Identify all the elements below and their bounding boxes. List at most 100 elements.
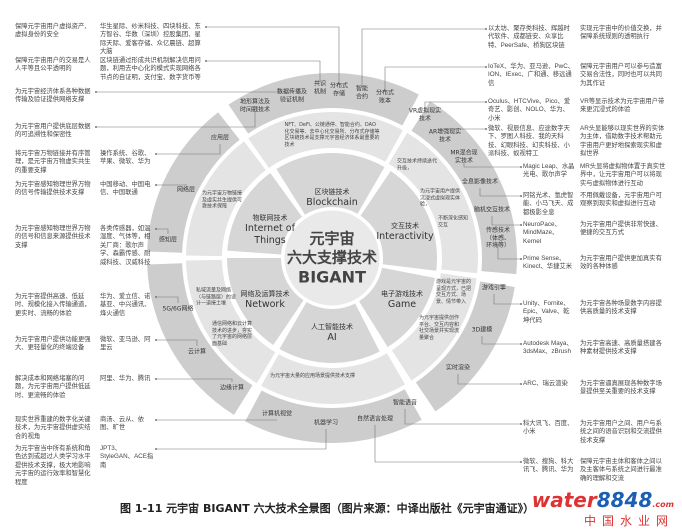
six-tech-en: Interactivity <box>376 231 434 242</box>
leader-line <box>493 294 521 305</box>
right-companies-text: 微软、搜狗、科大讯飞、腾讯、华为 <box>523 458 574 474</box>
six-tech-cn: 人工智能技术 <box>311 323 353 331</box>
right-companies-text: 以太坊、聚存类科技、辉越时代软件、成都链安、众享比特、PeerSafe、桥狗区块… <box>488 25 570 49</box>
leader-line <box>156 378 233 382</box>
left-purpose-text: 现实世界重建的数字化关键技术，为元宇宙提供虚实结合的视角 <box>15 416 91 440</box>
outer-label: 计算机视觉 <box>261 410 292 418</box>
ring-description: 为元宇宙用户提供沉浸式虚拟现实体验， <box>420 188 461 208</box>
leader-line <box>444 128 486 130</box>
ring-description: 为元宇宙大量的应用场景提供技术支撑 <box>270 372 356 379</box>
desc-segment-blockchain <box>248 111 403 168</box>
leader-dot <box>520 461 522 463</box>
right-companies-text: Prime Sense、Kinect、华捷艾米 <box>523 255 572 271</box>
leader-dot <box>520 423 522 425</box>
left-purpose-text: 为元宇宙经济体系各种数据传输及验证提供网络支撑 <box>15 88 91 104</box>
leader-line <box>374 425 521 463</box>
leader-dot <box>155 419 157 421</box>
leader-dot <box>520 383 522 385</box>
outer-segment-ai <box>245 389 422 444</box>
right-purpose-text: 保障元宇宙主体和客体之间以及主客体与系统之间进行最准确的理解和交流 <box>580 458 662 482</box>
desc-segment-network <box>186 259 276 384</box>
outer-segment-network <box>147 263 253 415</box>
outer-label: 分布式账本 <box>376 89 395 105</box>
six-tech-en: Network <box>245 299 285 310</box>
outer-label: 云计算 <box>187 348 206 356</box>
outer-label: 智能合约 <box>355 85 368 101</box>
left-companies-text: JPT3、StyleGAN、ACE指南 <box>100 445 154 469</box>
ring-description: 不断深化感知交互 <box>438 215 469 229</box>
six-tech-en: AI <box>327 332 337 343</box>
right-purpose-text: AR头显能够以现实世界的实体为主体，借助数字技术帮助元宇宙用户更好地探索现实和虚… <box>580 125 665 158</box>
right-purpose-text: 为元宇宙各种场景数字内容提供高质量的技术支撑 <box>580 300 662 316</box>
six-tech-cn: 电子游戏技术 <box>381 290 423 298</box>
leader-line <box>497 244 521 260</box>
outer-segment-blockchain <box>228 73 419 134</box>
leader-dot <box>520 258 522 260</box>
center-line2: 六大支撑技术 <box>286 248 378 267</box>
center-line3: BIGANT <box>298 267 366 287</box>
leader-line <box>156 339 198 346</box>
six-tech-cn: 交互技术 <box>390 222 419 230</box>
left-companies-text: 微软、亚马逊、阿里云 <box>100 336 151 352</box>
left-companies-text: 各类传感器，如温湿度、气体等，相关厂商：歌尔声学、森霸传感、耐威科技、汉威科技 <box>100 225 151 266</box>
left-companies-text: 中国移动、中国电信、中国联通 <box>100 181 151 197</box>
left-purpose-text: 保障元宇宙用户虚拟资产、虚拟身份的安全 <box>15 23 91 39</box>
six-tech-en: Internet of Things <box>245 223 295 246</box>
outer-segment-interactivity <box>411 101 517 275</box>
leader-line <box>404 409 521 425</box>
leader-line <box>96 112 256 128</box>
leader-line <box>156 228 169 234</box>
outer-label: 3D建模 <box>471 326 493 334</box>
left-purpose-text: 为元宇宙用户提供功能更强大、更轻量化的终端设备 <box>15 336 91 352</box>
center-line1: 元宇宙 <box>309 229 355 248</box>
ring-description: 游戏是元宇宙的呈现方式，已把交互方式、场景、情节带入 <box>436 279 472 305</box>
six-segment-interactivity <box>360 170 437 271</box>
outer-label: 机器学习 <box>313 419 338 427</box>
ring-description: 通信网络和云计算技术的进步，夯实了元宇宙的网络层面基础 <box>212 321 253 347</box>
right-companies-text: IoTeX、华为、亚马逊、PwC、ION、IExec、广和通、移远通信 <box>488 63 575 87</box>
ring-description: 私域流量及网络（与链路层）的设计一道接土壤 <box>196 287 237 307</box>
outer-label: 应用层 <box>210 134 229 142</box>
left-companies-text: 操作系统、谷歌、苹果、微软、华为 <box>100 150 151 166</box>
leader-dot <box>95 126 97 128</box>
outer-label: 分布式存储 <box>330 82 349 98</box>
leader-line <box>156 144 221 155</box>
right-companies-text: NeuroPace、MindMaze、Kernel <box>523 221 561 245</box>
six-tech-en: Blockchain <box>306 197 358 208</box>
six-tech-en: Game <box>387 299 417 310</box>
leader-line <box>479 188 521 197</box>
leader-dot <box>205 60 207 62</box>
leader-line <box>463 163 521 168</box>
leader-dot <box>485 66 487 68</box>
right-companies-text: 微软、视辰信息、应途数字天下、罗图人科技、我的天科技、幻眼科技、幻实科技、小派科… <box>488 125 570 158</box>
leader-line <box>384 66 486 91</box>
center-title: 元宇宙 六大支撑技术 BIGANT <box>287 230 377 287</box>
left-purpose-text: 保障元宇宙用户的交易是人人平等且公平透明的 <box>15 57 91 73</box>
leader-dot <box>155 296 157 298</box>
leader-line <box>206 26 340 84</box>
right-companies-text: 阿铭光术、氢虎智能、小马飞天、成都极影全息 <box>523 192 574 216</box>
right-purpose-text: 为元宇宙高速、高质量搭建各种素材提供技术支撑 <box>580 340 662 356</box>
right-purpose-text: 实现元宇宙中的价值交换，并保障系统规则的透明执行 <box>580 25 662 41</box>
left-companies-text: 阿里、华为、腾讯 <box>100 375 151 382</box>
six-tech-cn: 网络及运算技术 <box>240 290 290 298</box>
leader-dot <box>485 28 487 30</box>
left-purpose-text: 为元宇宙感知物理世界万物的信号和信息来源提供技术支撑 <box>15 225 91 249</box>
desc-segment-game <box>391 273 477 381</box>
outer-label: 脑机交互技术 <box>473 206 510 214</box>
desc-segment-interactivity <box>388 132 479 274</box>
leader-dot <box>155 184 157 186</box>
leader-dot <box>520 195 522 197</box>
leader-line <box>491 216 521 226</box>
six-tech-cn: 物联网技术 <box>252 214 288 222</box>
desc-segment-iot <box>186 141 266 257</box>
leader-line <box>206 60 321 82</box>
left-purpose-text: 为元宇宙感知物理世界万物的信号传输提供技术支撑 <box>15 181 91 197</box>
right-purpose-text: 为元宇宙逼真展现各种数字场景提供至关重要的技术支撑 <box>580 380 662 396</box>
right-companies-text: Magic Leap、水晶光电、歌尔声学 <box>523 163 575 179</box>
outer-label: 地形算法及时间戳技术 <box>239 98 270 114</box>
watermark-logo: water8848.com 中国水业网 <box>531 488 674 528</box>
